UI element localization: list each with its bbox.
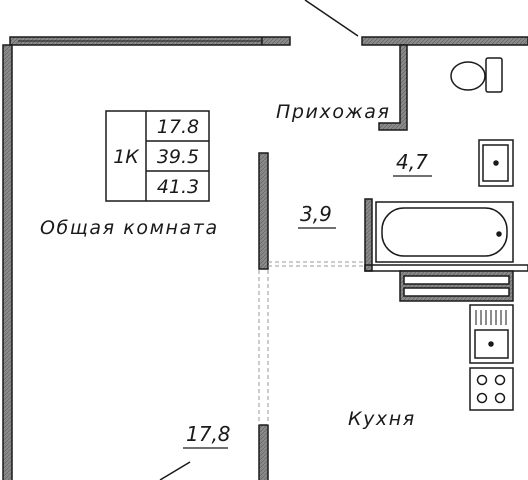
living-partition-lower — [258, 424, 269, 480]
laundry-unit-icon — [399, 270, 514, 302]
bathtub-icon — [375, 201, 514, 263]
bathroom-wall-bottom — [364, 264, 528, 272]
total-area-value: 41.3 — [157, 176, 199, 198]
stove-icon — [469, 367, 514, 411]
top-wall-right — [361, 36, 528, 46]
area-table: 1К 17.8 39.5 41.3 — [105, 110, 210, 202]
bathroom-wall-left — [364, 198, 373, 272]
hallway-label: Прихожая — [276, 101, 391, 123]
balcony-door-leaf — [159, 461, 191, 480]
bathroom-corner-wall — [378, 44, 408, 131]
bath-sink-icon — [478, 139, 514, 187]
living-area-value: 17.8 — [157, 116, 199, 138]
usable-area-value: 39.5 — [157, 146, 199, 168]
living-room-label: Общая комната — [40, 217, 219, 239]
living-room-area: 17,8 — [186, 422, 231, 446]
bathroom-area: 4,7 — [396, 150, 428, 174]
door-openings — [258, 261, 365, 425]
living-partition-upper — [258, 152, 269, 270]
rooms-count-label: 1К — [113, 146, 140, 168]
hallway-area: 3,9 — [300, 202, 332, 226]
kitchen-label: Кухня — [348, 408, 416, 430]
entrance-door-leaf — [304, 0, 359, 37]
kitchen-sink-icon — [469, 304, 514, 364]
toilet-icon — [450, 57, 503, 93]
left-wall — [2, 44, 13, 480]
